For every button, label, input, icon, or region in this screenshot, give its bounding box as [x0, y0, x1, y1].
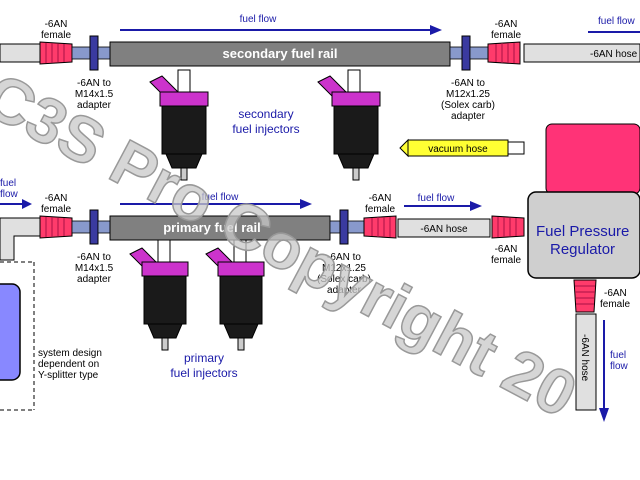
label-female-top-left-1: -6AN: [45, 19, 68, 30]
label-adapter-m14-top-2: M14x1.5: [75, 89, 114, 100]
secondary-injector-1: [149, 69, 209, 181]
flow-label-top: fuel flow: [240, 14, 277, 25]
label-adapter-m12-mid-1: -6AN to: [327, 252, 361, 263]
hose-top-right: [523, 43, 640, 63]
adapter-m14-mid: [89, 209, 99, 245]
fitting-female-mid-center: [363, 215, 397, 239]
fpr-body: [527, 191, 640, 279]
fpr-label-2: Regulator: [550, 241, 615, 258]
fpr-top: [545, 123, 640, 195]
hose-mid-center-label: -6AN hose: [420, 224, 468, 235]
hose-mid-left: [0, 217, 41, 261]
label-female-top-left-2: female: [41, 30, 71, 41]
label-adapter-m12-mid-2: M12x1.25: [322, 263, 366, 274]
fitting-female-mid-right: [491, 215, 525, 239]
fitting-female-top-right: [487, 41, 521, 65]
fitting-ribs-top-left: [45, 43, 65, 63]
splitter-box: [0, 283, 21, 381]
fitting-ribs-fpr-out: [575, 285, 595, 305]
thread-top-left: [71, 46, 93, 60]
label-adapter-m12-top-4: adapter: [451, 111, 486, 122]
flow-label-mid-left-1: fuel: [0, 178, 16, 189]
label-adapter-m12-mid-3: (Solex carb): [317, 274, 371, 285]
primary-injector-1: [129, 239, 189, 351]
label-adapter-m12-top-3: (Solex carb): [441, 100, 495, 111]
fpr-label-1: Fuel Pressure: [536, 223, 629, 240]
hose-fpr-out-label: -6AN hose: [579, 334, 590, 382]
thread-mid-right-2: [347, 220, 367, 234]
label-female-fpr-out-1: -6AN: [604, 288, 627, 299]
flow-arrowhead-mid: [300, 199, 312, 209]
flow-arrowhead-mid-left: [22, 199, 32, 209]
vacuum-hose-tip: [399, 138, 409, 158]
fitting-female-mid-left: [39, 215, 73, 239]
label-adapter-m12-top-1: -6AN to: [451, 78, 485, 89]
secondary-rail-label: secondary fuel rail: [223, 46, 338, 61]
flow-label-down-2: flow: [610, 361, 629, 372]
flow-label-mid-right: fuel flow: [418, 193, 455, 204]
label-female-mid-right-1: -6AN: [495, 244, 518, 255]
flow-arrowhead-down: [599, 408, 609, 422]
flow-label-mid: fuel flow: [202, 192, 239, 203]
flow-arrowhead-top: [430, 25, 442, 35]
label-adapter-m14-mid-3: adapter: [77, 274, 112, 285]
system-label-2: dependent on: [38, 359, 99, 370]
flow-label-top-right: fuel flow: [598, 16, 635, 27]
adapter-m12-top: [461, 35, 471, 71]
fitting-ribs-mid-right: [497, 217, 517, 237]
label-adapter-m14-top-3: adapter: [77, 100, 112, 111]
fitting-ribs-mid-center: [371, 217, 391, 237]
label-female-fpr-out-2: female: [600, 299, 630, 310]
label-female-mid-right-2: female: [491, 255, 521, 266]
primary-injectors-label-2: fuel injectors: [170, 366, 237, 380]
flow-arrowhead-mid-right: [470, 201, 482, 211]
hose-fpr-out: [575, 313, 597, 411]
secondary-injectors-label-2: fuel injectors: [232, 122, 299, 136]
label-adapter-m12-mid-4: adapter: [327, 285, 362, 296]
flow-label-mid-left-2: flow: [0, 189, 19, 200]
secondary-injectors-label-1: secondary: [238, 107, 293, 121]
thread-top-right: [449, 46, 463, 60]
primary-injector-2: [205, 239, 265, 351]
label-female-top-right-2: female: [491, 30, 521, 41]
system-label-3: Y-splitter type: [38, 370, 99, 381]
fitting-ribs-mid-left: [45, 217, 65, 237]
primary-rail-label: primary fuel rail: [163, 220, 261, 235]
label-adapter-m12-top-2: M12x1.25: [446, 89, 490, 100]
thread-mid-left: [71, 220, 93, 234]
fitting-female-top-left: [39, 41, 73, 65]
secondary-fuel-rail: [109, 41, 451, 67]
label-adapter-m14-mid-1: -6AN to: [77, 252, 111, 263]
fitting-ribs-top-right: [495, 43, 515, 63]
label-adapter-m14-top-1: -6AN to: [77, 78, 111, 89]
label-female-mid-left-1: -6AN: [45, 193, 68, 204]
hose-top-right-label: -6AN hose: [590, 49, 638, 60]
label-female-mid-left-2: female: [41, 204, 71, 215]
system-label-1: system design: [38, 348, 102, 359]
fitting-female-fpr-out: [573, 279, 597, 313]
adapter-m14-top: [89, 35, 99, 71]
label-female-mid-center-1: -6AN: [369, 193, 392, 204]
vacuum-hose-label: vacuum hose: [428, 144, 488, 155]
secondary-injector-2: [317, 69, 381, 181]
vacuum-nipple: [507, 141, 525, 155]
thread-top-right-2: [469, 46, 489, 60]
flow-label-down-1: fuel: [610, 350, 626, 361]
label-female-mid-center-2: female: [365, 204, 395, 215]
label-female-top-right-1: -6AN: [495, 19, 518, 30]
primary-injectors-label-1: primary: [184, 351, 224, 365]
label-adapter-m14-mid-2: M14x1.5: [75, 263, 114, 274]
hose-mid-center: [397, 218, 491, 238]
